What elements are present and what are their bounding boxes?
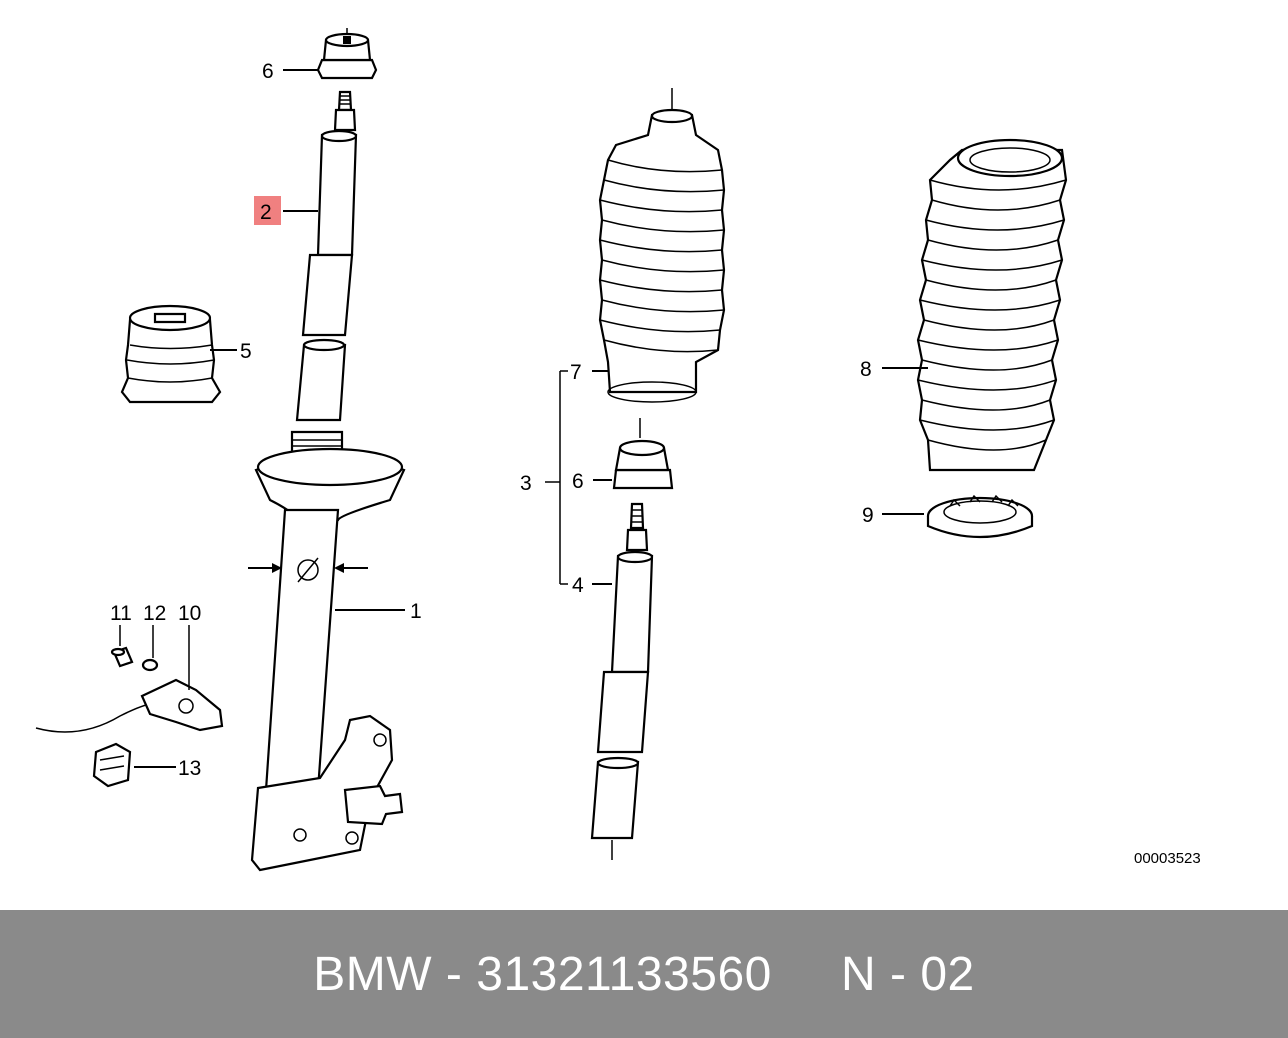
parts-diagram: 6 2 5 1 [35,28,1201,872]
part-6-middle-mount[interactable] [612,418,674,490]
callout-1: 1 [410,600,422,623]
part-4-shock-insert[interactable] [590,502,654,860]
part-8-protective-tube[interactable] [916,138,1068,472]
footer-bar: BMW - 31321133560 N - 02 [0,910,1288,1038]
callout-9: 9 [862,504,874,527]
callout-7: 7 [570,361,582,384]
callout-8: 8 [860,358,872,381]
callout-13: 13 [178,757,201,780]
callout-4: 4 [572,574,584,597]
part-10-sensor[interactable] [35,678,224,733]
callout-5: 5 [240,340,252,363]
part-2-shock-absorber[interactable] [295,90,358,422]
part-11-bolt[interactable] [110,646,134,668]
callout-11: 11 [110,602,132,625]
callout-6-middle: 6 [572,470,584,493]
part-7-protective-boot[interactable] [598,88,726,403]
part-5-bump-stop[interactable] [120,304,222,404]
part-1-strut-housing[interactable] [250,430,406,872]
callout-12: 12 [143,602,166,625]
part-9-spring-pad[interactable] [926,494,1034,539]
callout-10: 10 [178,602,201,625]
callout-3: 3 [520,472,532,495]
part-6-top-mount[interactable] [316,28,378,80]
part-13-clip[interactable] [92,742,132,788]
callout-6-top: 6 [262,60,274,83]
part-12-washer[interactable] [141,658,159,672]
diagram-reference-number: 00003523 [1134,850,1201,867]
callout-2: 2 [260,201,272,224]
exploded-view-drawing: 6 2 5 1 [35,28,1201,872]
group-3-bracket [545,370,568,585]
part-title: BMW - 31321133560 N - 02 [313,947,975,1001]
callout-2-highlight [254,196,281,225]
